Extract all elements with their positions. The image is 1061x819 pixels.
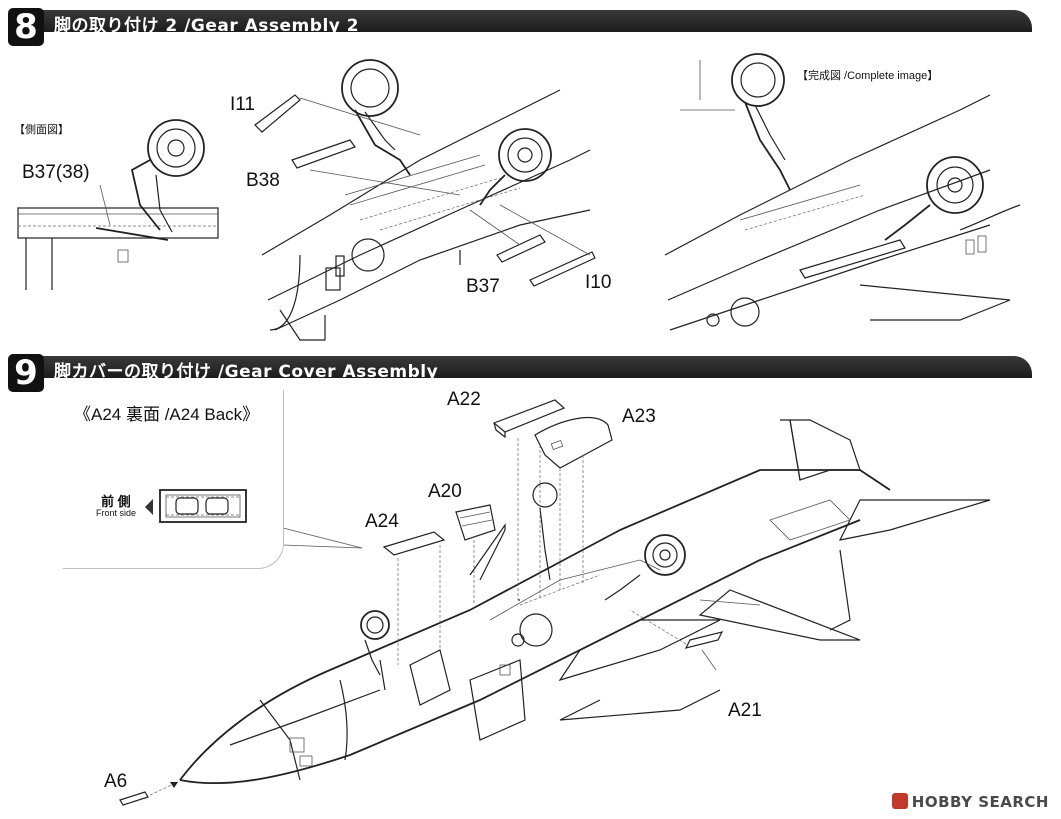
a24-back-callout-box <box>63 390 284 569</box>
step-9-header-bar <box>12 356 1032 378</box>
part-label-i11: I11 <box>230 94 256 115</box>
complete-image-drawing <box>664 53 1021 331</box>
step-8-main-drawing <box>254 59 596 341</box>
front-side-en-label: Front side <box>96 508 137 518</box>
complete-image-label: 【完成図 /Complete image】 <box>797 70 939 82</box>
step-9-number: 9 <box>8 353 44 393</box>
watermark-text: HOBBY SEARCH <box>911 793 1049 811</box>
part-label-b37-38: B37(38) <box>22 162 90 183</box>
a24-back-label: 《A24 裏面 /A24 Back》 <box>74 405 260 424</box>
a24-back-detail <box>145 489 363 549</box>
step-9-title: 脚カバーの取り付け /Gear Cover Assembly <box>54 362 439 382</box>
step-8-header-bar <box>12 10 1032 32</box>
part-label-a23: A23 <box>622 406 656 427</box>
hobby-search-logo-icon <box>891 793 908 809</box>
part-label-a24: A24 <box>365 511 399 532</box>
part-label-b38: B38 <box>246 170 280 191</box>
part-label-a22: A22 <box>447 389 481 410</box>
hobby-search-watermark: HOBBY SEARCH <box>891 793 1049 811</box>
side-view-label: 【側面図】 <box>14 124 69 136</box>
part-label-a21: A21 <box>728 700 762 721</box>
part-label-a6: A6 <box>104 771 128 792</box>
step-8-title: 脚の取り付け 2 /Gear Assembly 2 <box>54 16 360 36</box>
front-side-jp-label: 前 側 <box>101 494 131 509</box>
part-label-b37: B37 <box>466 276 500 297</box>
side-view-drawing <box>17 119 219 290</box>
step-9-aircraft-drawing <box>119 399 991 806</box>
part-label-a20: A20 <box>428 481 462 502</box>
step-8-number: 8 <box>8 7 44 47</box>
part-label-i10: I10 <box>585 272 612 293</box>
